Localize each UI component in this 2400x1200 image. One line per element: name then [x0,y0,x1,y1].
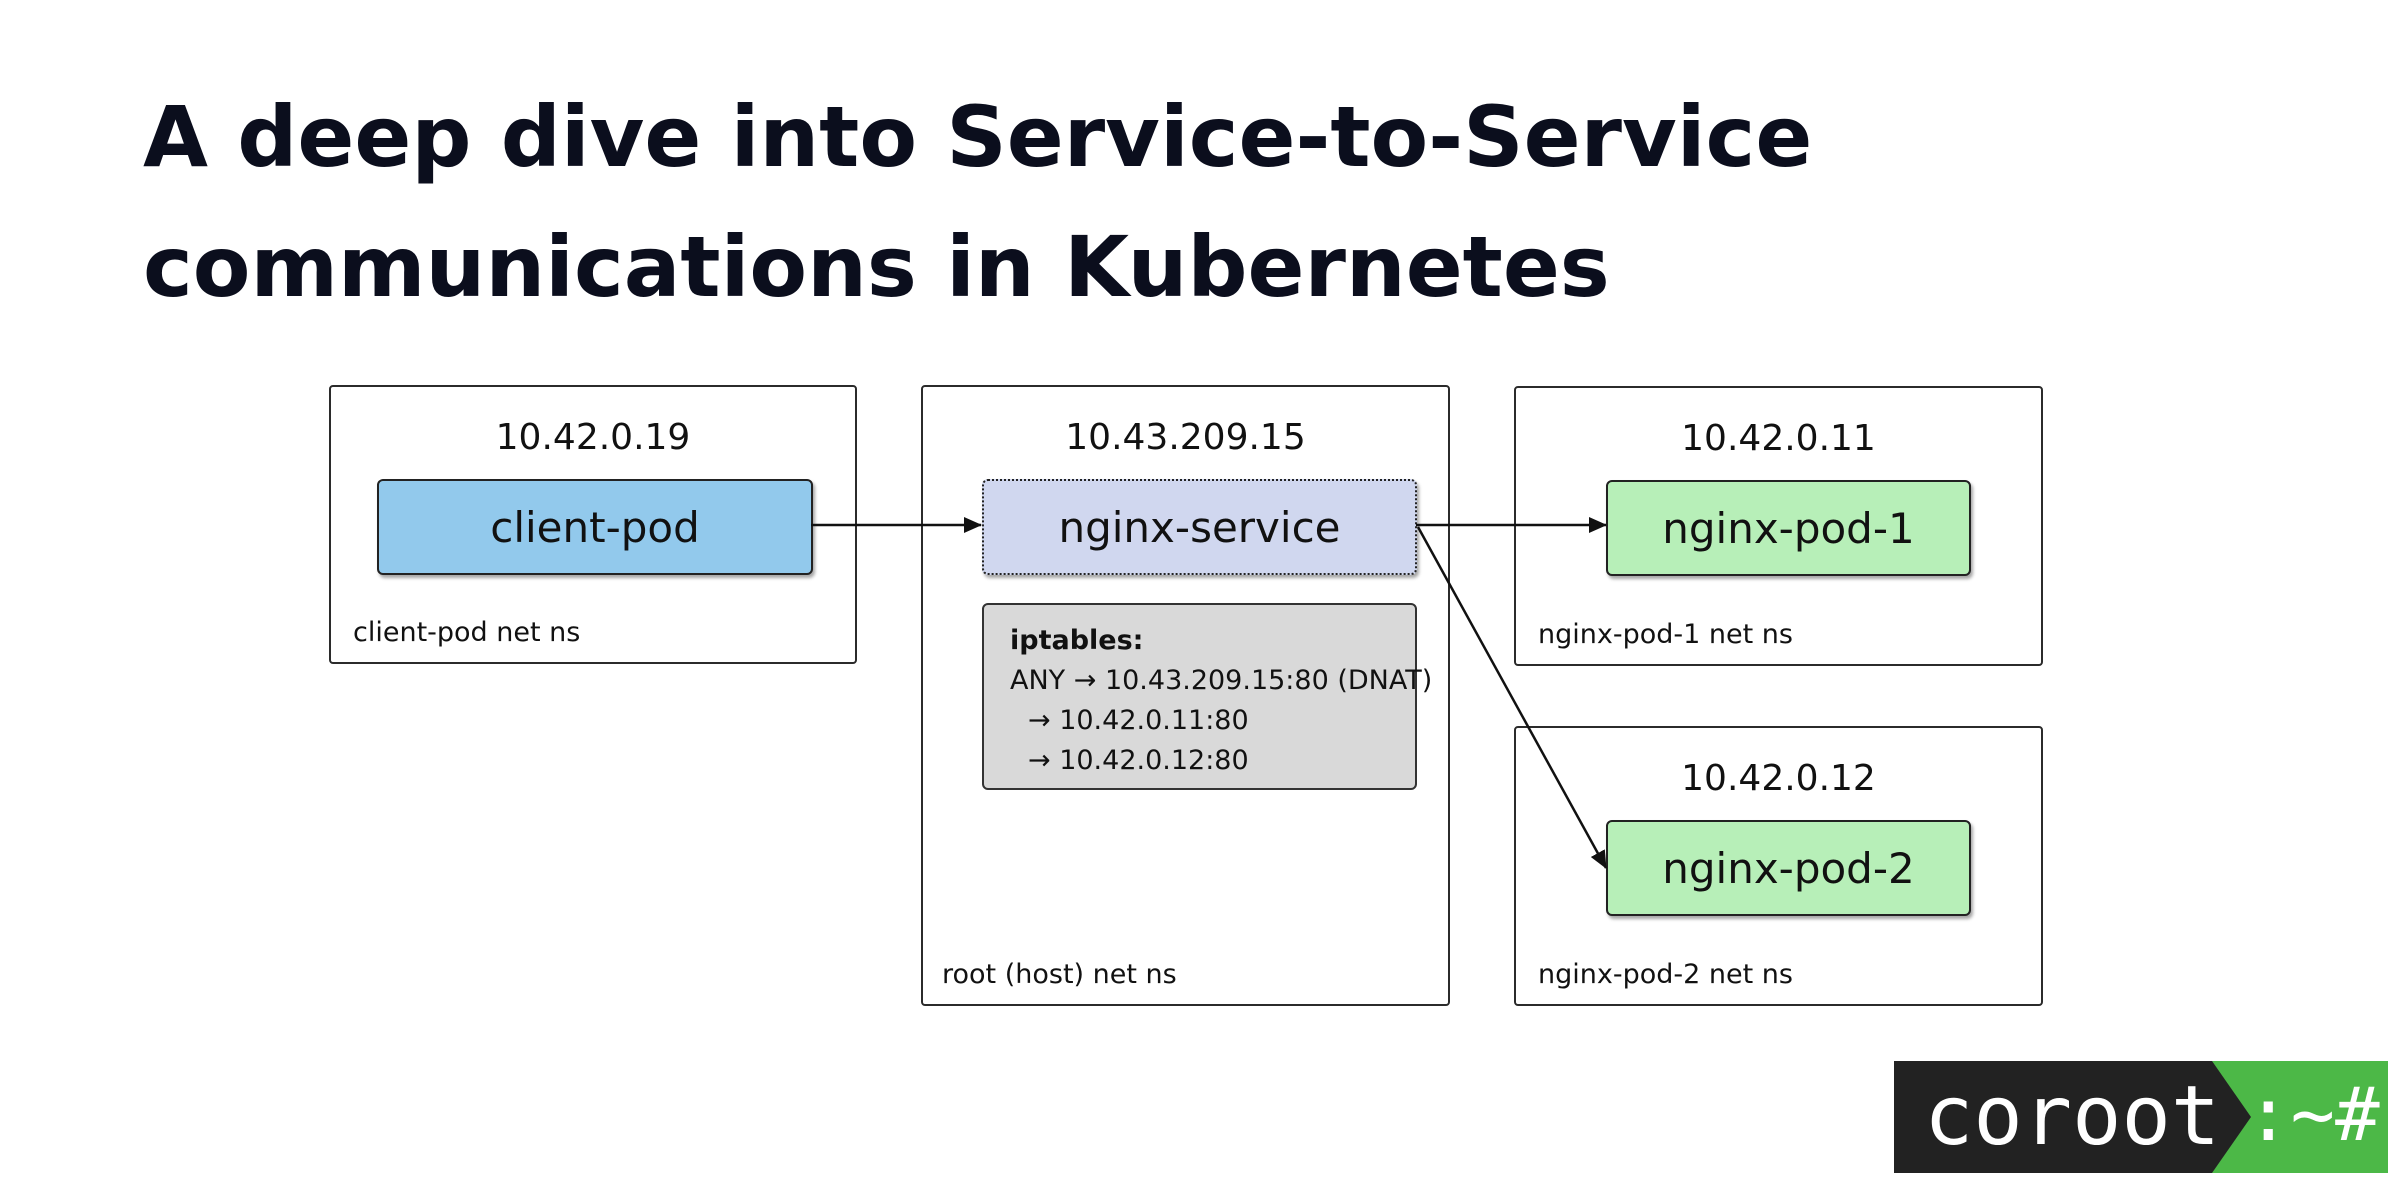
client-pod-ip: 10.42.0.19 [495,417,691,458]
title-line-1: A deep dive into Service-to-Service [143,88,1813,186]
iptables-target-1: → 10.42.0.11:80 [1028,705,1249,736]
nginx-pod-2-namespace-label: nginx-pod-2 net ns [1538,959,1793,990]
nginx-service-node: nginx-service [982,479,1417,575]
title-line-2: communications in Kubernetes [143,218,1610,316]
nginx-pod-1-namespace-label: nginx-pod-1 net ns [1538,619,1793,650]
iptables-rules-box: iptables: ANY → 10.43.209.15:80 (DNAT) →… [982,603,1433,790]
root-host-namespace: 10.43.209.15 nginx-service iptables: ANY… [921,385,1450,1006]
nginx-pod-1-node: nginx-pod-1 [1606,480,1971,576]
nginx-pod-2-node: nginx-pod-2 [1606,820,1971,916]
client-pod-namespace-label: client-pod net ns [353,617,581,648]
iptables-target-2: → 10.42.0.12:80 [1028,745,1249,776]
service-ip: 10.43.209.15 [1065,417,1306,458]
logo-background [1894,1061,2388,1173]
nginx-pod-1-ip: 10.42.0.11 [1681,418,1876,459]
arrow-service-to-pod-2 [1416,526,1608,869]
client-pod-namespace: 10.42.0.19 client-pod client-pod net ns [329,385,857,664]
client-pod-node: client-pod [377,479,813,575]
nginx-pod-2-namespace: 10.42.0.12 nginx-pod-2 nginx-pod-2 net n… [1514,726,2043,1006]
logo-prompt-suffix: :~# [2246,1072,2380,1158]
root-namespace-label: root (host) net ns [942,959,1177,990]
page-title: A deep dive into Service-to-Service comm… [143,72,1943,332]
logo-wordmark: coroot [1924,1069,2221,1164]
iptables-dnat-rule: ANY → 10.43.209.15:80 (DNAT) [1010,665,1433,696]
iptables-header: iptables: [1010,625,1144,656]
nginx-pod-2-ip: 10.42.0.12 [1681,758,1876,799]
coroot-logo: coroot :~# [1894,1061,2388,1173]
